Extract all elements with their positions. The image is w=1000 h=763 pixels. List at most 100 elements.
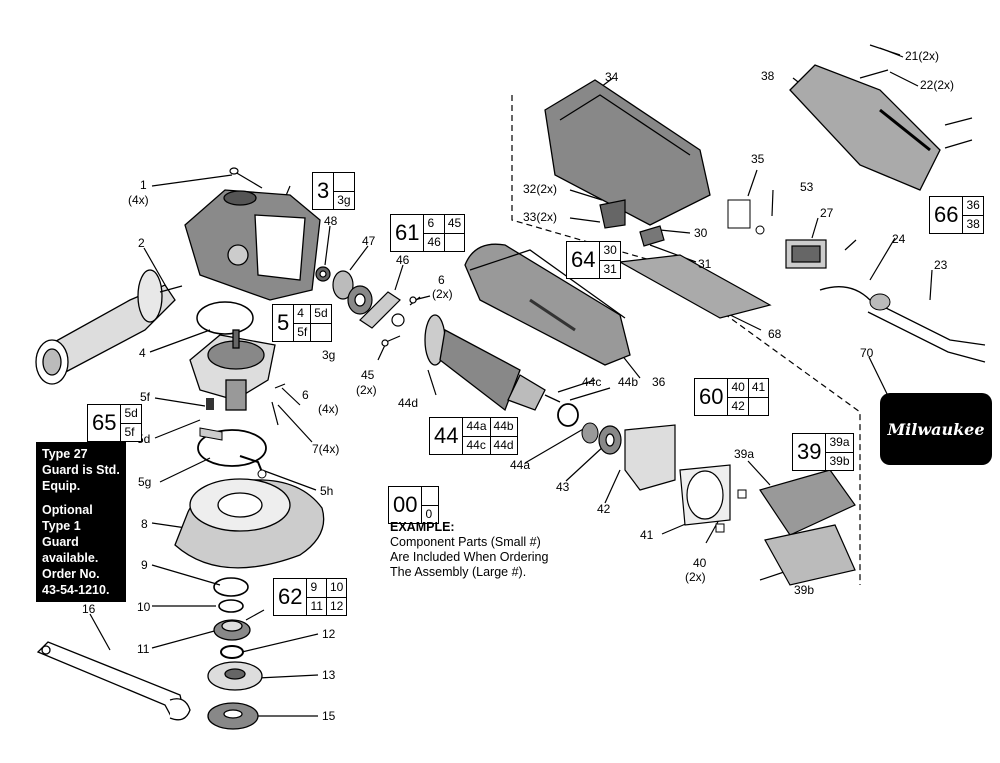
component-number: 38 [966,216,980,231]
callout-41: 41 [640,528,654,542]
assembly-number: 44 [430,418,464,454]
component-number: 11 [310,598,323,613]
callout-35: 35 [751,152,765,166]
callout-8: 8 [141,517,148,531]
assembly-box-64: 64 30 31 [566,241,621,279]
callout-46: 46 [396,253,410,267]
callout-40: 40 [693,556,707,570]
assembly-box-39: 39 39a 39b [792,433,854,471]
callout-2: 2 [138,236,145,250]
callout-6b: 6 [438,273,445,287]
component-number [443,233,464,251]
callout-22: 22(2x) [920,78,955,92]
assembly-box-62: 62 9 10 11 12 [273,578,348,616]
callout-6a: 6 [302,388,309,402]
component-number: 46 [427,234,441,249]
component-number: 40 [728,379,748,398]
component-number: 3g [337,192,351,207]
component-number [422,487,439,506]
component-number: 44d [489,436,517,454]
component-number: 31 [603,261,617,276]
callout-38: 38 [761,69,775,83]
example-line-2: Are Included When Ordering [390,550,549,564]
assembly-box-60: 60 40 41 42 [694,378,770,416]
component-number: 0 [425,506,433,521]
callout-44a: 44a [510,458,531,472]
callout-12: 12 [322,627,336,641]
callout-11: 11 [137,642,150,656]
callout-5g: 5g [138,475,152,489]
assembly-number: 66 [930,197,964,233]
callout-16: 16 [82,602,96,616]
callout-36: 36 [652,375,666,389]
callout-13: 13 [322,668,336,682]
callout-34: 34 [605,70,619,84]
assembly-number: 5 [273,305,295,341]
component-number: 44b [489,418,517,437]
callout-45-qty: (2x) [356,383,377,397]
assembly-box-5: 5 4 5d 5f [272,304,332,342]
assembly-box-44: 44 44a 44b 44c 44d [429,417,518,455]
component-number [310,323,330,341]
component-number: 4 [294,305,311,324]
component-number [747,397,768,415]
assembly-number: 61 [391,215,425,251]
brand-logo: Milwaukee [887,419,985,439]
callout-31: 31 [698,257,712,271]
optional-guard-note: Optional Type 1 Guard available. Order N… [36,498,126,602]
example-legend: EXAMPLE: Component Parts (Small #) Are I… [390,520,548,580]
callout-21: 21(2x) [905,49,940,63]
callout-7: 7(4x) [312,442,340,456]
callout-1: 1 [140,178,147,192]
component-number: 41 [747,379,769,398]
callout-6a-qty: (4x) [318,402,339,416]
callout-43: 43 [556,480,570,494]
callout-44d: 44d [398,396,419,410]
callout-47: 47 [362,234,376,248]
assembly-number: 3 [313,173,335,209]
component-number: 39a [826,434,853,453]
component-number: 42 [731,398,745,413]
assembly-number: 65 [88,405,122,441]
assembly-box-61: 61 6 45 46 [390,214,466,252]
callout-1-qty: (4x) [128,193,149,207]
assembly-number: 39 [793,434,827,470]
assembly-box-65: 65 5d 5f [87,404,142,442]
assembly-number: 62 [274,579,308,615]
callout-44c: 44c [582,375,602,389]
callout-30: 30 [694,226,708,240]
callout-4: 4 [139,346,146,360]
callout-9: 9 [141,558,148,572]
component-number: 6 [424,215,444,234]
callout-27: 27 [820,206,834,220]
carrying-case: Milwaukee [880,393,992,465]
callout-40-qty: (2x) [685,570,706,584]
component-number: 5d [121,405,141,424]
assembly-box-66: 66 36 38 [929,196,984,234]
component-number [334,173,354,192]
callout-5f: 5f [140,390,151,404]
component-number: 10 [325,579,347,598]
callout-32: 32(2x) [523,182,558,196]
component-number: 44c [466,437,486,452]
callout-23: 23 [934,258,948,272]
type27-guard-note: Type 27 Guard is Std. Equip. [36,442,126,498]
callout-45: 45 [361,368,375,382]
callout-3g: 3g [322,348,336,362]
example-title: EXAMPLE: [390,520,455,534]
callout-39b: 39b [794,583,815,597]
component-number: 5f [124,424,135,439]
callout-70: 70 [860,346,874,360]
callout-42: 42 [597,502,611,516]
callout-39a: 39a [734,447,755,461]
assembly-number: 00 [389,487,423,523]
example-box-00: 00 0 [388,486,440,524]
component-number: 30 [600,242,620,261]
component-number: 9 [307,579,326,598]
component-number: 44a [463,418,490,437]
callout-10: 10 [137,600,151,614]
component-number: 39b [829,453,850,468]
callout-6b-qty: (2x) [432,287,453,301]
component-number: 45 [443,215,465,234]
example-line-3: The Assembly (Large #). [390,565,527,579]
